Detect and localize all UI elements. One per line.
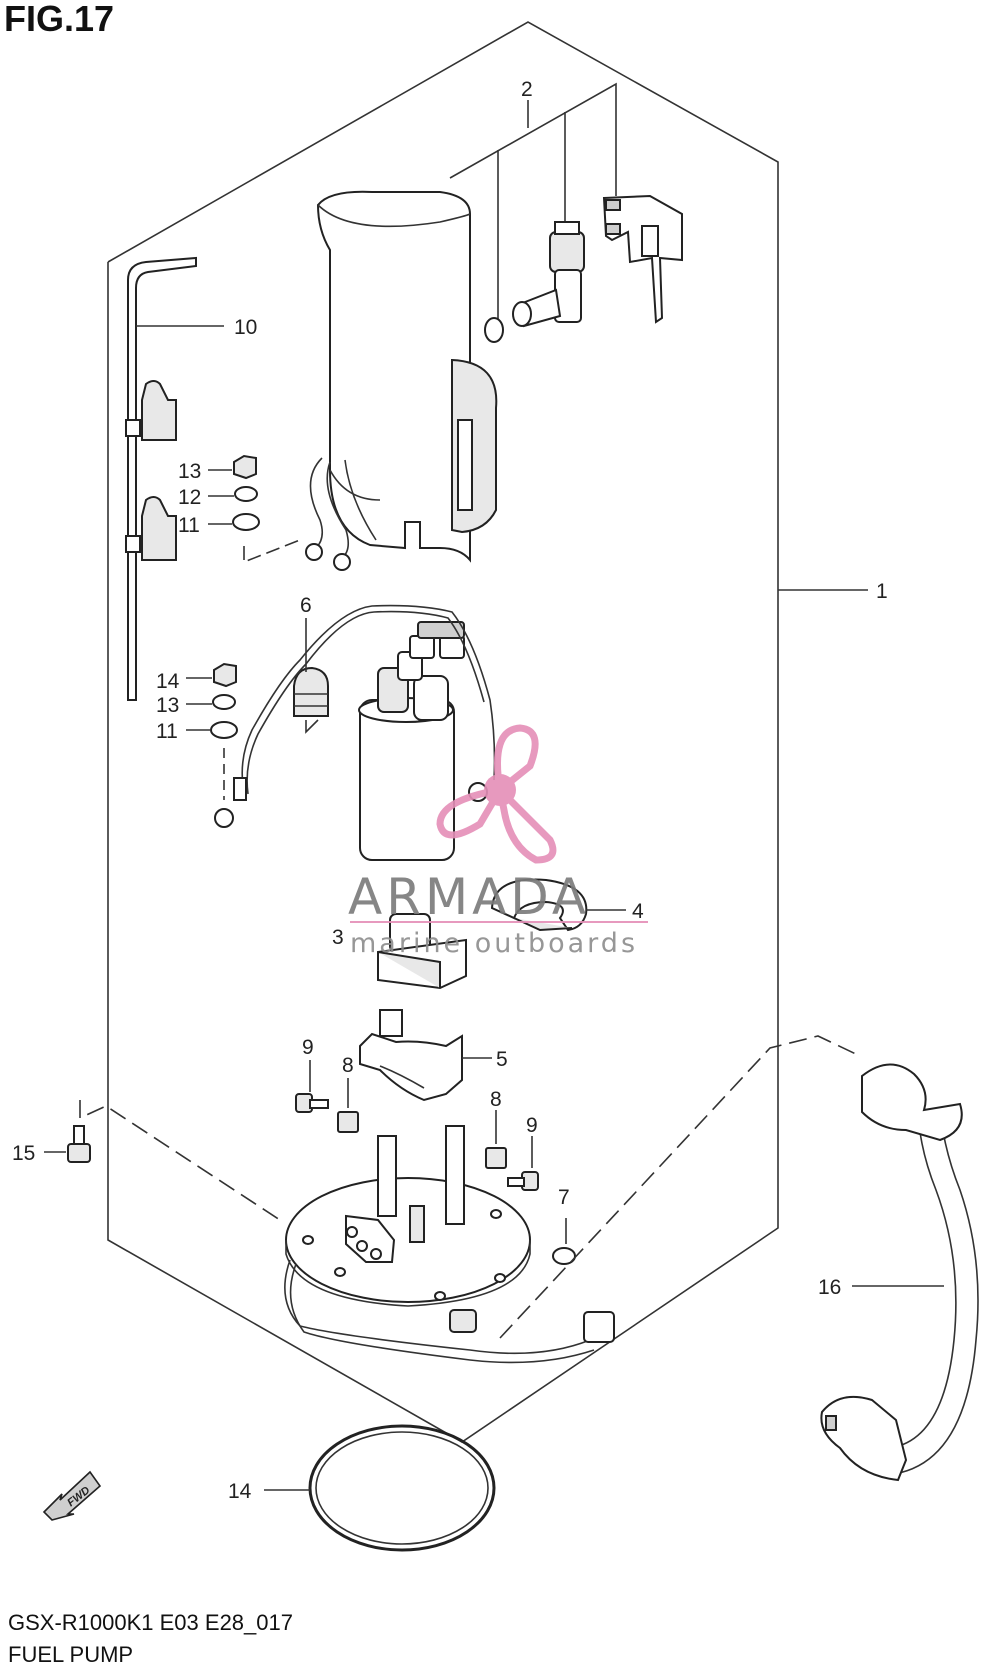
callout-11-lower: 11 xyxy=(156,720,178,743)
nut-8-right xyxy=(485,1147,507,1169)
screw-9-right xyxy=(507,1171,539,1191)
propeller-icon xyxy=(436,724,557,864)
callout-1: 1 xyxy=(876,580,888,603)
screw-9-left xyxy=(295,1093,329,1113)
mounting-plate xyxy=(284,1125,615,1364)
washer-11-lower xyxy=(210,721,238,739)
nut-13-lower xyxy=(213,662,237,688)
callout-5: 5 xyxy=(496,1048,508,1071)
assembly-outline xyxy=(107,21,779,1443)
callout-9-left: 9 xyxy=(302,1036,314,1059)
nut-13-upper xyxy=(233,454,257,480)
fuel-hose xyxy=(820,1063,979,1482)
bolt-15 xyxy=(67,1125,91,1163)
callout-6: 6 xyxy=(300,594,312,617)
o-ring-small xyxy=(484,317,504,343)
figure-name: FUEL PUMP xyxy=(8,1642,134,1667)
figure-title: FIG.17 xyxy=(4,0,115,39)
watermark: ARMADA marine outboards xyxy=(348,724,648,959)
regulator-clamp xyxy=(602,194,683,324)
callout-13-upper: 13 xyxy=(178,460,201,483)
callout-7: 7 xyxy=(558,1186,570,1209)
callout-10: 10 xyxy=(234,316,257,339)
washer-12-upper xyxy=(234,486,258,502)
nut-8-left xyxy=(337,1111,359,1133)
callout-12-lower: 13 xyxy=(156,694,179,717)
callout-13-lower: 14 xyxy=(156,670,180,693)
callout-12-upper: 12 xyxy=(178,486,201,509)
gasket-7 xyxy=(552,1247,576,1265)
pressure-regulator xyxy=(512,221,585,328)
breather-pipe xyxy=(125,256,197,701)
callout-11-upper: 11 xyxy=(178,514,200,537)
callout-16: 16 xyxy=(818,1276,841,1299)
washer-12-lower xyxy=(212,694,236,710)
callout-8-right: 8 xyxy=(490,1088,502,1111)
callout-15: 15 xyxy=(12,1142,35,1165)
callout-3: 3 xyxy=(332,926,344,949)
fuel-pump-case xyxy=(305,190,498,571)
fuel-filter xyxy=(377,913,467,990)
callout-9-right: 9 xyxy=(526,1114,538,1137)
svg-text:4: 4 xyxy=(632,900,644,923)
washer-11-upper xyxy=(232,513,260,531)
figure-code: GSX-R1000K1 E03 E28_017 xyxy=(8,1610,293,1635)
pump-bracket xyxy=(359,1009,463,1102)
callout-8-left: 8 xyxy=(342,1054,354,1077)
watermark-title: ARMADA xyxy=(348,868,590,926)
svg-text:14: 14 xyxy=(228,1480,252,1503)
callout-2: 2 xyxy=(521,78,533,101)
watermark-subtitle: marine outboards xyxy=(350,928,638,959)
fwd-arrow-icon: FWD xyxy=(42,1470,102,1521)
o-ring-14 xyxy=(308,1424,496,1552)
fuel-pump-motor xyxy=(214,604,496,861)
rubber-cushion xyxy=(293,666,329,717)
